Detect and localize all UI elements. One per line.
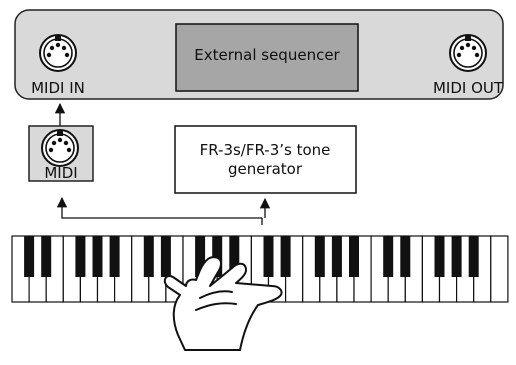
instrument-midi-label: MIDI (44, 164, 77, 182)
midi-out-label: MIDI OUT (433, 79, 504, 97)
signal-line-horizontal (56, 196, 262, 219)
external-sequencer-label: External sequencer (194, 46, 340, 64)
midi-in-label: MIDI IN (31, 79, 85, 97)
black-key (400, 236, 411, 277)
black-key (434, 236, 445, 277)
black-key (41, 236, 52, 277)
tone-generator-label-line-2: generator (228, 160, 303, 178)
black-key (331, 236, 342, 277)
black-key (383, 236, 394, 277)
black-key (160, 236, 171, 277)
connection-lines (54, 102, 271, 225)
black-key (314, 236, 325, 277)
black-key (212, 236, 223, 277)
black-key (229, 236, 240, 277)
black-key (143, 236, 154, 277)
black-key (75, 236, 86, 277)
black-key (468, 236, 479, 277)
hand-pressing-keys-icon (163, 256, 283, 351)
black-key (109, 236, 120, 277)
black-key (263, 236, 274, 277)
midi-in-connector-icon (39, 34, 77, 72)
black-key (92, 236, 103, 277)
black-key (24, 236, 35, 277)
black-key (195, 236, 206, 277)
tone-generator-box: FR-3s/FR-3’s tone generator (174, 125, 357, 194)
external-sequencer-panel: External sequencer MIDI IN MIDI OUT (14, 9, 504, 100)
external-sequencer-box (175, 23, 359, 92)
instrument-midi-port-box: MIDI (28, 125, 94, 182)
white-key (490, 235, 509, 303)
black-key (451, 236, 462, 277)
black-key (280, 236, 291, 277)
midi-out-connector-icon (449, 34, 487, 72)
black-key (349, 236, 359, 277)
instrument-midi-connector-icon (41, 129, 79, 167)
tone-generator-label-line-1: FR-3s/FR-3’s tone (200, 141, 331, 159)
